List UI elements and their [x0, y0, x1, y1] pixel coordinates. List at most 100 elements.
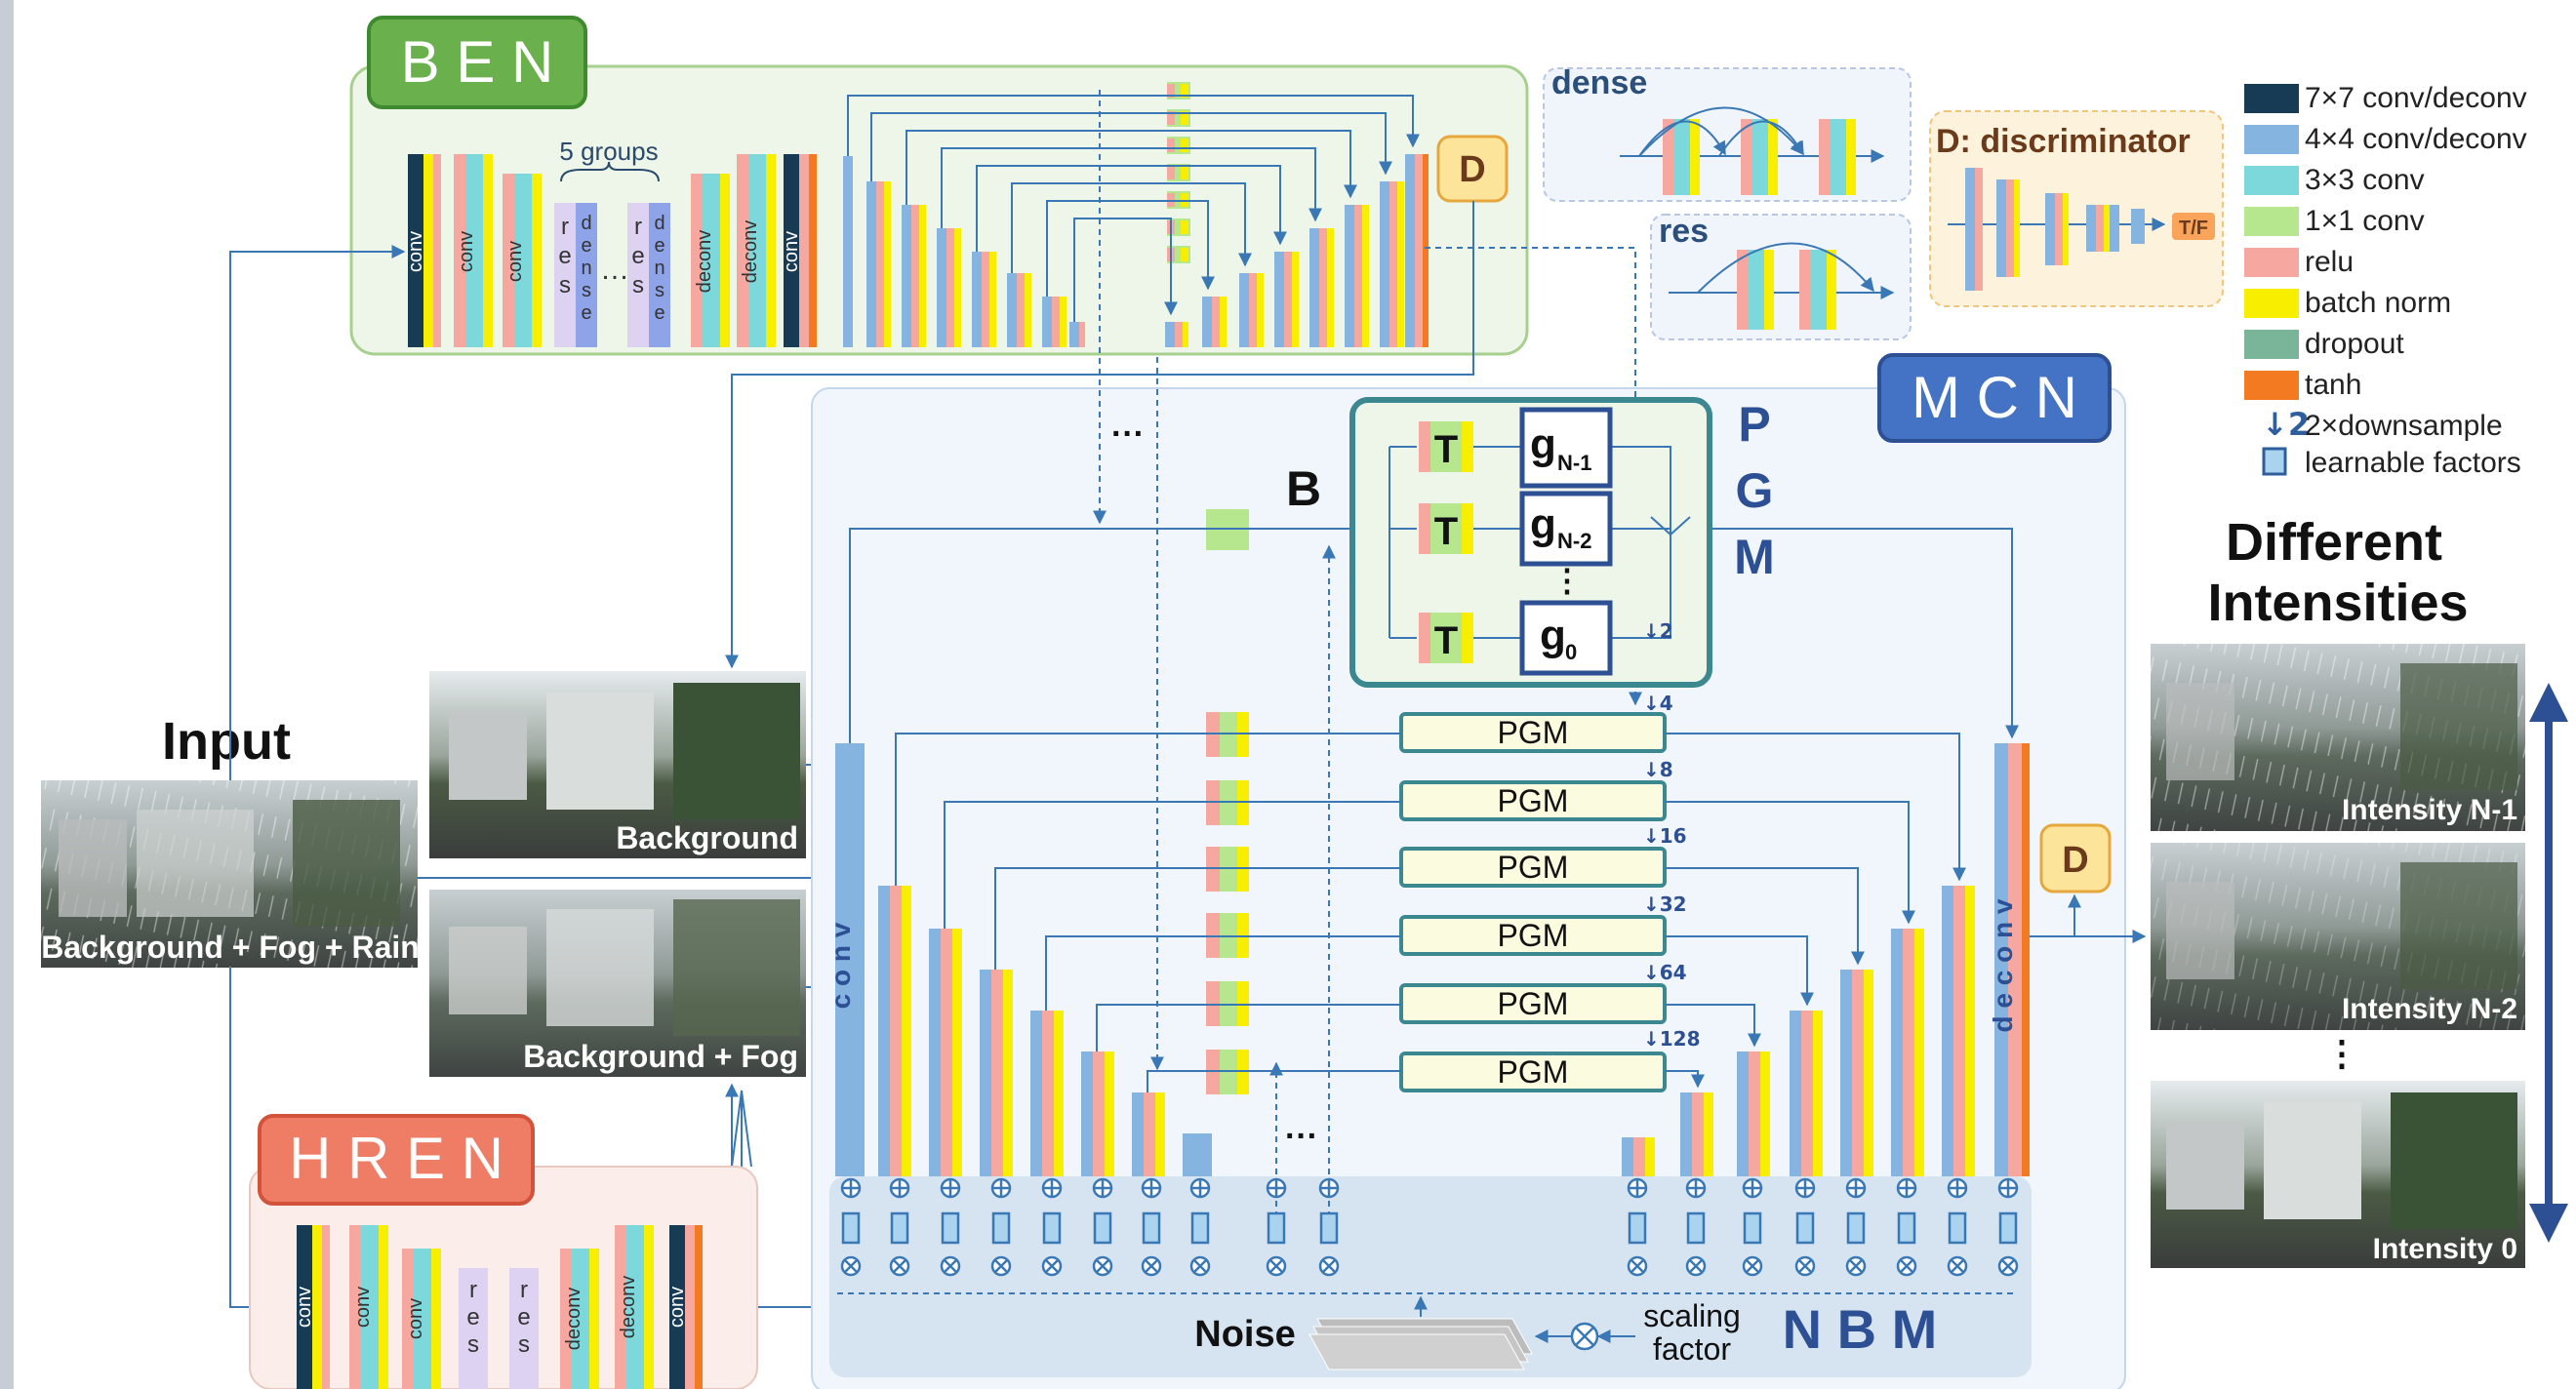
ben-unet-decoder: [1165, 154, 1429, 347]
svg-text:r: r: [469, 1277, 477, 1303]
svg-text:↓64: ↓64: [1643, 961, 1687, 984]
pgm-row-5: PGM: [1498, 986, 1569, 1021]
legend-item-9: learnable factors: [2305, 447, 2521, 479]
output-title-2: Intensities: [2207, 574, 2468, 632]
background-image: Background: [429, 671, 806, 858]
svg-text:s: s: [582, 280, 591, 301]
ben-encoder-stack: conv conv conv 5 groups r e s d e n s e …: [405, 137, 817, 347]
pgm-downsample-labels: ↓4 ↓8 ↓16 ↓32 ↓64 ↓128: [1643, 692, 1701, 1051]
g-block-1: g: [1530, 420, 1556, 468]
svg-text:↓32: ↓32: [1643, 893, 1687, 916]
input-image: Background + Fog + Rain: [41, 780, 420, 968]
scaling-line-1: scaling: [1643, 1298, 1741, 1333]
dots-bottom: ···: [1285, 1118, 1318, 1155]
noise-band: [829, 1176, 2032, 1377]
svg-text:e: e: [581, 235, 591, 257]
noise-label: Noise: [1194, 1314, 1295, 1355]
svg-text:e: e: [631, 243, 644, 269]
svg-text:↓128: ↓128: [1643, 1027, 1701, 1051]
ben-badge: [367, 16, 587, 109]
ben-d-label: D: [1459, 149, 1485, 190]
legend: 7×7 conv/deconv 4×4 conv/deconv 3×3 conv…: [2244, 82, 2527, 479]
mcn-d-label: D: [2062, 840, 2088, 881]
dense-block: dense: [1543, 64, 1912, 202]
mcn-encoder: c o n v: [825, 743, 1212, 1176]
g-sub-3: 0: [1565, 640, 1577, 664]
svg-text:e: e: [466, 1304, 479, 1330]
svg-text:n: n: [654, 258, 664, 279]
svg-text:n: n: [581, 258, 591, 279]
ben-ellipsis: …: [600, 254, 629, 286]
svg-text:e: e: [581, 302, 591, 324]
legend-item-7: tanh: [2305, 369, 2361, 401]
hren-conv-1: conv: [294, 1287, 315, 1328]
hren-deconv-1: deconv: [563, 1288, 584, 1351]
b-label: B: [1286, 461, 1321, 516]
svg-text:↓4: ↓4: [1643, 692, 1673, 715]
output-image-3: Intensity 0: [2151, 1081, 2525, 1268]
legend-item-6: dropout: [2305, 328, 2404, 360]
g-sub-1: N-1: [1557, 451, 1591, 475]
dense-title: dense: [1551, 64, 1647, 101]
legend-item-0: 7×7 conv/deconv: [2305, 82, 2527, 114]
mcn-deconv-label: d e c o n v: [1988, 898, 2018, 1032]
ben-unet-encoder: [843, 156, 1085, 347]
pgm-row-2: PGM: [1498, 783, 1569, 818]
pgm-row-3: PGM: [1498, 850, 1569, 885]
g-sub-2: N-2: [1557, 529, 1591, 553]
scaling-factor: scaling factor: [1534, 1298, 1741, 1367]
background-fog-caption: Background + Fog: [523, 1039, 798, 1074]
svg-text:s: s: [467, 1331, 479, 1358]
input-caption: Background + Fog + Rain: [41, 930, 420, 965]
nbm-label: N B M: [1783, 1298, 1938, 1360]
dots-top: ···: [1111, 416, 1145, 453]
pgm-side-m: M: [1734, 530, 1775, 584]
legend-item-2: 3×3 conv: [2305, 164, 2425, 196]
background-caption: Background: [616, 820, 798, 855]
res-title: res: [1659, 213, 1709, 250]
tf-label: T/F: [2179, 218, 2208, 239]
noise-stack: Noise: [1194, 1314, 1533, 1370]
mcn-title: M C N: [1912, 365, 2077, 430]
hren-conv-3: conv: [405, 1298, 426, 1339]
input-title: Input: [162, 712, 291, 771]
t-block-1: T: [1434, 428, 1458, 471]
mcn-module: M C N N B M c o n v: [811, 90, 2126, 1389]
legend-item-1: 4×4 conv/deconv: [2305, 123, 2527, 155]
background-fog-image: Background + Fog: [429, 890, 806, 1077]
intensity-double-arrow: [2529, 683, 2568, 1243]
output-section: Different Intensities Intensity N-1 Inte…: [2151, 513, 2568, 1268]
scaling-line-2: factor: [1653, 1331, 1731, 1367]
mcn-conv-label: c o n v: [825, 922, 856, 1009]
g-block-3: g: [1540, 612, 1566, 659]
ben-conv-label-1: conv: [405, 231, 426, 272]
learnable-factors: [840, 1177, 2019, 1277]
svg-text:s: s: [559, 272, 571, 298]
pgm-row-4: PGM: [1498, 918, 1569, 953]
pgm-down2: ↓2: [1643, 619, 1673, 643]
res-block: res: [1650, 213, 1912, 340]
svg-text:r: r: [561, 214, 569, 240]
hren-conv-4: conv: [666, 1287, 688, 1328]
t-block-2: T: [1434, 510, 1458, 553]
discriminator-block: D: discriminator T/F: [1929, 110, 2224, 307]
ben-conv-label-2: conv: [456, 231, 477, 272]
groups-label: 5 groups: [559, 137, 658, 166]
ben-conv-label-4: conv: [781, 231, 802, 272]
svg-text:↓16: ↓16: [1643, 824, 1687, 848]
ben-deconv-label-2: deconv: [740, 220, 761, 284]
legend-item-8: 2×downsample: [2305, 410, 2503, 442]
ben-skip-connections: [847, 95, 1420, 322]
svg-text:e: e: [558, 243, 571, 269]
svg-text:d: d: [581, 213, 591, 234]
hren-conv-2: conv: [352, 1287, 374, 1328]
pgm-module: P G M T T T g N-1 g N-2 ⋮: [1349, 397, 1775, 688]
downsample-icon: ↓2: [2262, 406, 2310, 443]
hren-deconv-2: deconv: [618, 1276, 639, 1339]
svg-text:e: e: [517, 1304, 530, 1330]
svg-text:e: e: [654, 302, 664, 324]
hren-badge: [258, 1114, 535, 1206]
pgm-row-6: PGM: [1498, 1054, 1569, 1090]
output-vdots: ⋮: [2324, 1033, 2359, 1073]
